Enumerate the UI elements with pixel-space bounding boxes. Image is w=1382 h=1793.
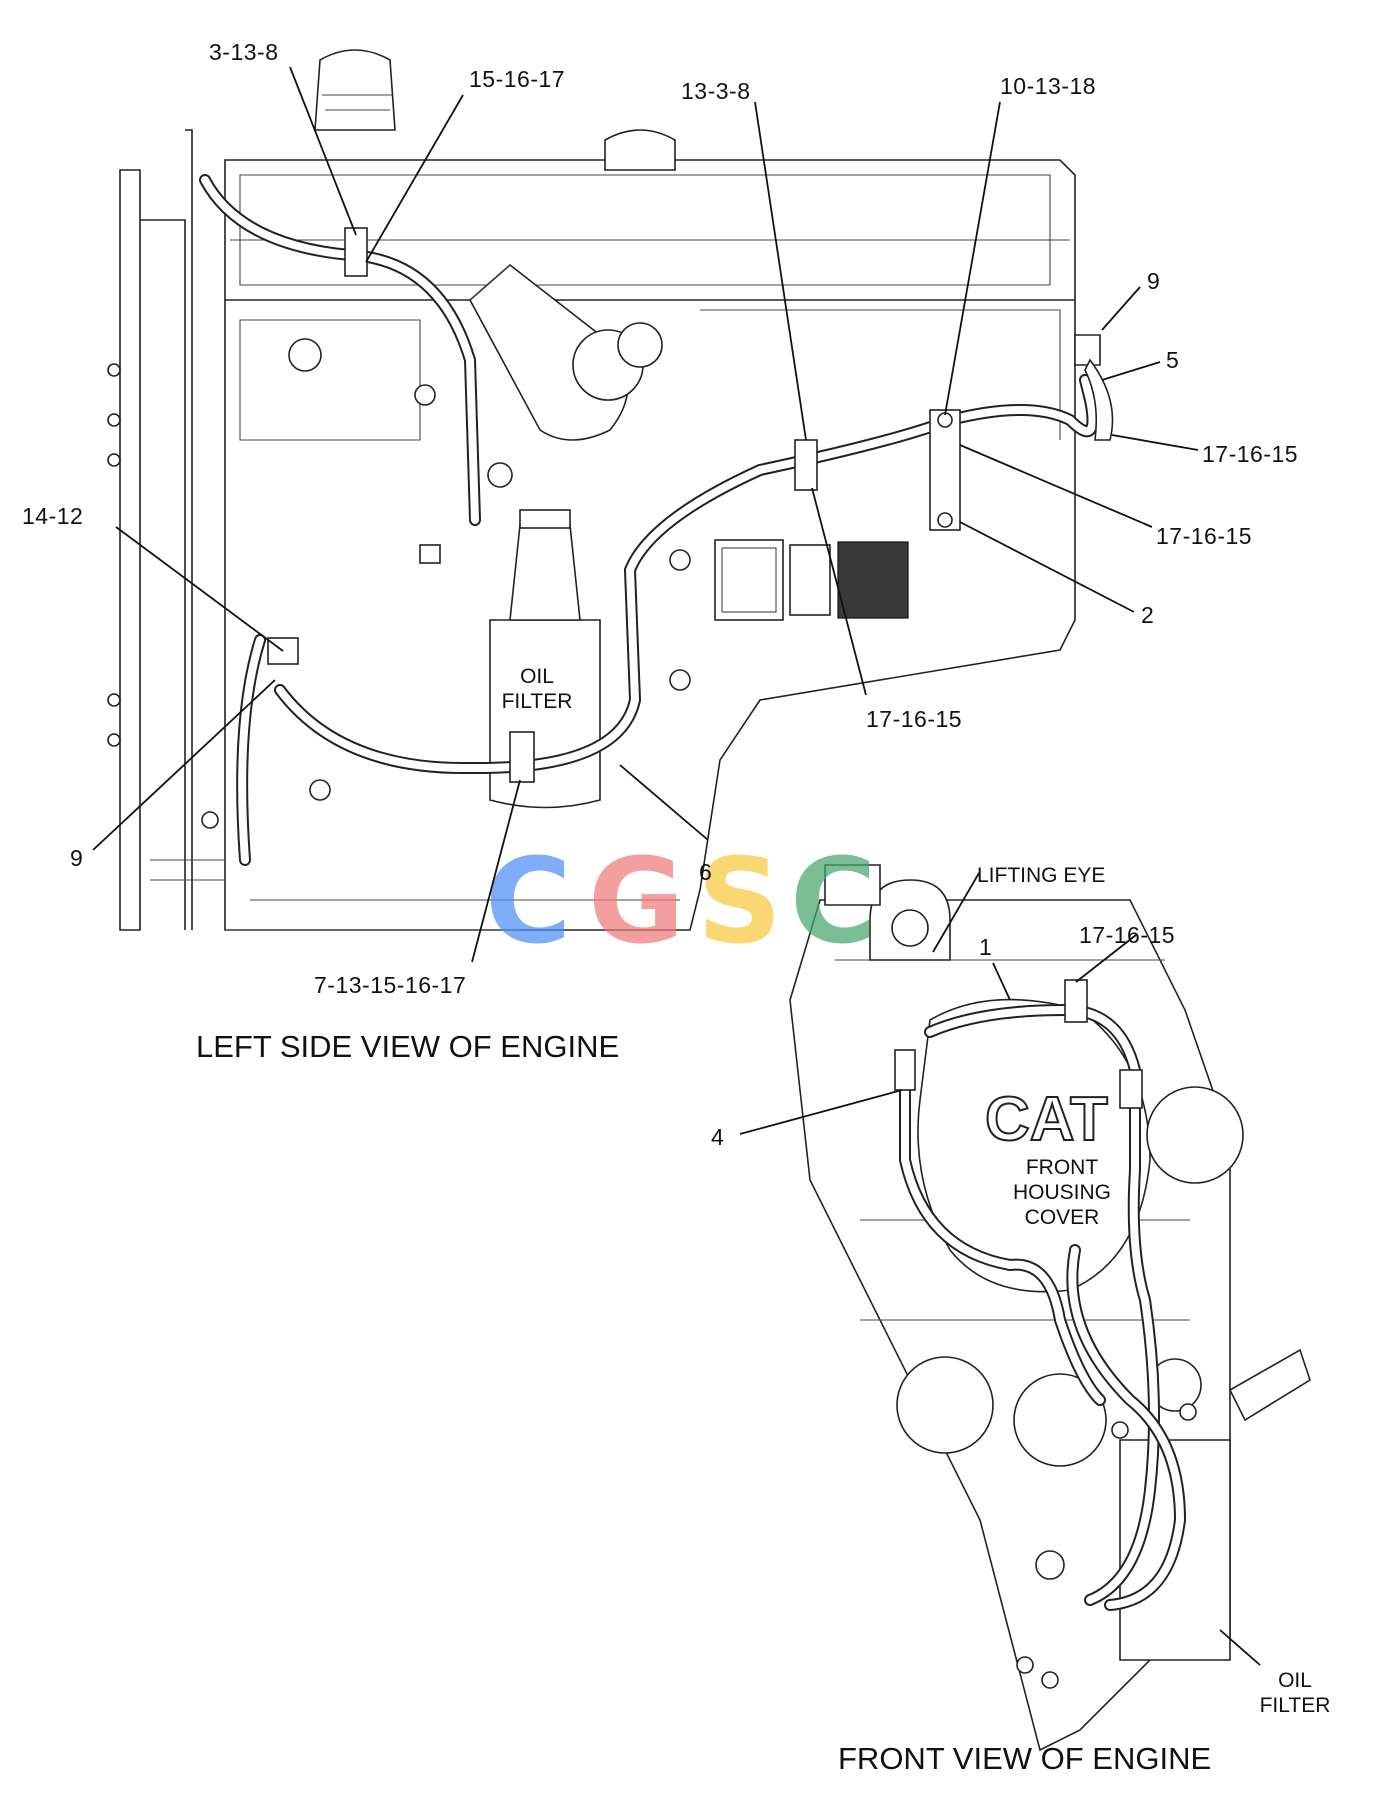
callout-17-16-15-b: 17-16-15 [1156, 523, 1252, 549]
callout-1: 1 [979, 934, 992, 960]
front-view-title: FRONT VIEW OF ENGINE [838, 1741, 1211, 1776]
callout-13-3-8: 13-3-8 [681, 78, 750, 104]
callout-17-16-15-a: 17-16-15 [1202, 441, 1298, 467]
callouts-left: 3-13-8 15-16-17 13-3-8 10-13-18 9 5 17-1… [22, 39, 1298, 998]
callout-9-left: 9 [70, 845, 83, 871]
cat-logo: CAT [985, 1085, 1108, 1154]
callout-17-16-15-front: 17-16-15 [1079, 922, 1175, 948]
callout-6: 6 [699, 859, 712, 885]
callout-9-top: 9 [1147, 268, 1160, 294]
lifting-eye-label: LIFTING EYE [977, 864, 1105, 887]
front-engine-drawing [789, 864, 1311, 1752]
watermark-letter-s: S [697, 832, 782, 970]
watermark-letter-g: G [588, 832, 685, 970]
callout-2: 2 [1141, 602, 1154, 628]
callout-3-13-8: 3-13-8 [209, 39, 278, 65]
left-view-title: LEFT SIDE VIEW OF ENGINE [196, 1029, 619, 1064]
callout-15-16-17: 15-16-17 [469, 66, 565, 92]
leader-lines [92, 66, 1261, 1666]
callout-7-13-15-16-17: 7-13-15-16-17 [314, 972, 466, 998]
watermark-letter-c1: C [485, 832, 572, 970]
callout-10-13-18: 10-13-18 [1000, 73, 1096, 99]
left-engine-drawing [107, 49, 1114, 931]
callout-4: 4 [711, 1124, 724, 1150]
callout-5: 5 [1166, 347, 1179, 373]
view-titles: LEFT SIDE VIEW OF ENGINE FRONT VIEW OF E… [196, 1029, 1211, 1776]
watermark: C G S C [485, 832, 877, 970]
callout-14-12: 14-12 [22, 503, 83, 529]
callouts-front: 1 17-16-15 4 [711, 922, 1175, 1150]
watermark-letter-c2: C [790, 832, 877, 970]
callout-17-16-15-c: 17-16-15 [866, 706, 962, 732]
